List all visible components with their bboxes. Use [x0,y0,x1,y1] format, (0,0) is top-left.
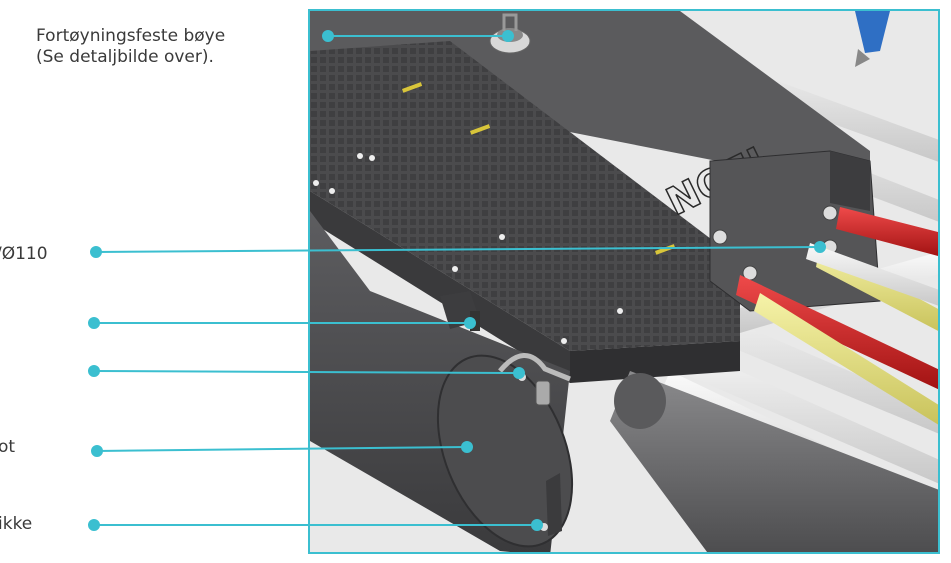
raft-model-render: NOFI [310,11,938,552]
colored-pipes [736,207,938,425]
model-render-frame: NOFI [308,9,940,554]
callout-pipe-dim-label: /Ø110 [0,244,48,264]
shackle [498,353,571,406]
callout-mooring-line1: Fortøyningsfeste bøye [36,26,226,46]
callout-item-5-label: ot [0,437,16,457]
lower-tube [610,371,938,552]
callout-item-6-label: ikke [0,514,33,534]
worker-figure [855,11,890,67]
callout-mooring-label: Fortøyningsfeste bøye (Se detaljbilde ov… [36,26,225,68]
callout-mooring-line2: (Se detaljbilde over). [36,47,214,67]
